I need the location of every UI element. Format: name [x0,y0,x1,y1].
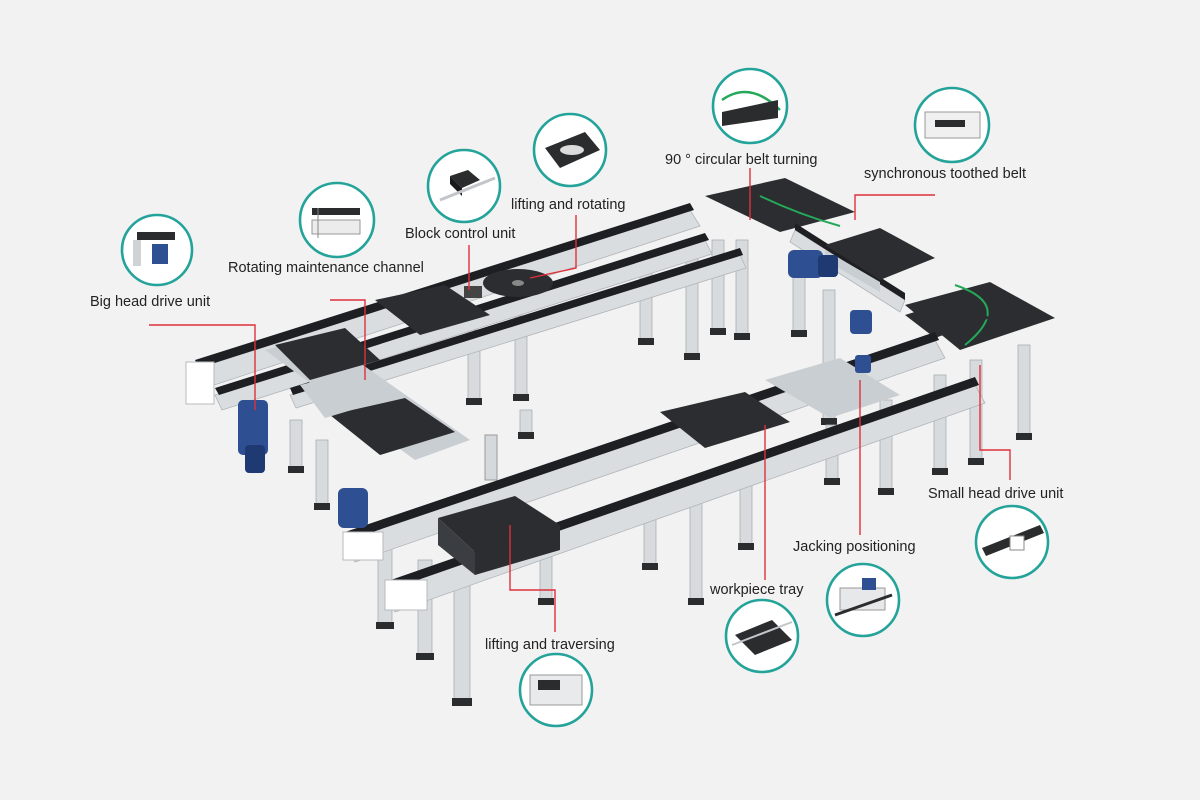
callout-small-head-drive [974,504,1050,580]
label-lifting-traversing: lifting and traversing [485,637,615,653]
callout-circles [120,67,1050,728]
label-synchronous-belt: synchronous toothed belt [864,166,1026,182]
middle-conveyor [289,248,747,409]
label-lifting-rotating: lifting and rotating [511,197,625,213]
leader-big-head-drive [149,324,256,410]
callout-lifting-rotating [532,112,608,188]
leader-lifting-rotating [529,215,577,279]
right-end-platforms [705,178,1055,350]
callout-lifting-traversing [518,652,594,728]
label-jacking-positioning: Jacking positioning [793,539,916,555]
label-block-control: Block control unit [405,226,515,242]
leader-rotating-maintenance [330,299,366,380]
callout-jacking-positioning [825,562,901,638]
drive-motors [238,250,872,528]
label-big-head-drive: Big head drive unit [90,294,210,310]
callout-circular-belt-turning [711,67,789,145]
callout-labels: Big head drive unit Rotating maintenance… [90,152,1063,653]
conveyor-machine [185,178,1055,706]
leader-lifting-traversing [509,525,556,632]
leader-synchronous-belt [854,194,935,220]
callout-synchronous-belt [913,86,991,164]
callout-big-head-drive [120,213,194,287]
label-circular-belt-turning: 90 ° circular belt turning [665,152,817,168]
leader-lines [149,168,1011,632]
front-conveyor [342,332,986,613]
label-workpiece-tray: workpiece tray [709,582,804,598]
leader-small-head-drive [979,365,1011,480]
callout-rotating-maintenance [298,181,376,259]
label-rotating-maintenance: Rotating maintenance channel [228,260,424,276]
callout-block-control [426,148,502,224]
left-frame [265,328,498,481]
label-small-head-drive: Small head drive unit [928,486,1063,502]
callout-workpiece-tray [724,598,800,674]
